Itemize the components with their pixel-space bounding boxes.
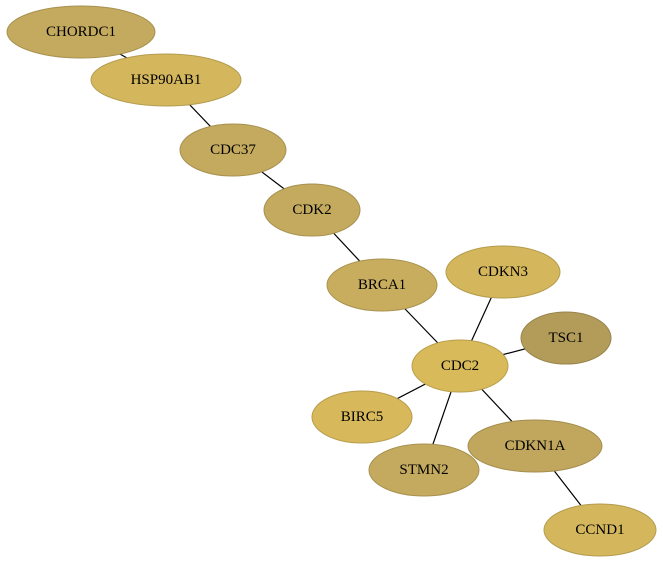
node-birc5[interactable]: BIRC5 (311, 390, 413, 444)
node-cdc2[interactable]: CDC2 (411, 339, 509, 393)
node-ellipse (543, 503, 657, 557)
node-ellipse (311, 390, 413, 444)
node-ellipse (520, 311, 612, 365)
node-label: STMN2 (399, 462, 448, 478)
node-label: BRCA1 (358, 277, 406, 293)
node-label: CDKN3 (478, 264, 528, 280)
node-ccnd1[interactable]: CCND1 (543, 503, 657, 557)
node-cdkn1a[interactable]: CDKN1A (467, 419, 603, 473)
node-ellipse (263, 183, 361, 237)
node-ellipse (411, 339, 509, 393)
node-label: CDKN1A (505, 438, 566, 454)
node-label: CHORDC1 (46, 24, 116, 40)
node-stmn2[interactable]: STMN2 (368, 443, 480, 497)
node-label: CCND1 (575, 522, 624, 538)
node-ellipse (467, 419, 603, 473)
node-cdc37[interactable]: CDC37 (179, 123, 287, 177)
node-brca1[interactable]: BRCA1 (326, 258, 438, 312)
node-ellipse (179, 123, 287, 177)
node-tsc1[interactable]: TSC1 (520, 311, 612, 365)
node-label: CDC37 (210, 142, 256, 158)
node-cdkn3[interactable]: CDKN3 (445, 245, 561, 299)
node-hsp90ab1[interactable]: HSP90AB1 (90, 53, 242, 107)
node-cdk2[interactable]: CDK2 (263, 183, 361, 237)
node-label: TSC1 (548, 330, 583, 346)
node-label: HSP90AB1 (131, 72, 202, 88)
node-ellipse (326, 258, 438, 312)
node-ellipse (90, 53, 242, 107)
node-ellipse (368, 443, 480, 497)
node-label: BIRC5 (341, 409, 384, 425)
node-label: CDC2 (441, 358, 479, 374)
node-chordc1[interactable]: CHORDC1 (6, 5, 156, 59)
node-ellipse (6, 5, 156, 59)
node-label: CDK2 (292, 202, 331, 218)
node-ellipse (445, 245, 561, 299)
